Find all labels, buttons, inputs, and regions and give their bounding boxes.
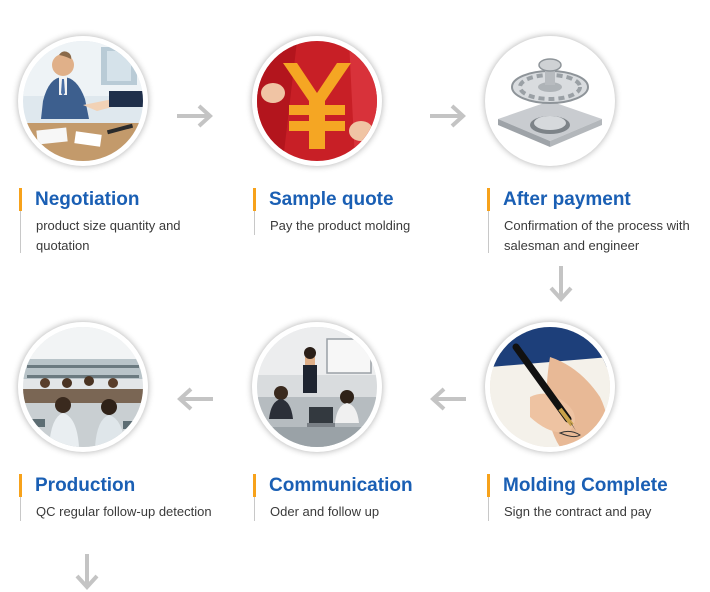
step-molding-complete-image — [485, 322, 615, 452]
divider-line — [254, 211, 255, 235]
factory-workers-photo — [23, 327, 143, 447]
step-after-payment-image — [485, 36, 615, 166]
step-sample-quote-image — [252, 36, 382, 166]
arrow-left-icon — [430, 387, 466, 411]
floor-drain-photo — [490, 41, 610, 161]
step-title: Negotiation — [35, 189, 140, 210]
divider-line — [488, 497, 489, 521]
yuan-sign-photo — [257, 41, 377, 161]
accent-bar — [487, 474, 490, 497]
accent-bar — [487, 188, 490, 211]
accent-bar — [253, 474, 256, 497]
arrow-left-icon — [177, 387, 213, 411]
step-title: Production — [35, 475, 136, 496]
step-communication-image — [252, 322, 382, 452]
arrow-down-icon — [549, 266, 573, 302]
arrow-down-icon — [75, 554, 99, 590]
step-title: Communication — [269, 475, 413, 496]
accent-bar — [253, 188, 256, 211]
divider-line — [488, 211, 489, 253]
divider-line — [254, 497, 255, 521]
arrow-right-icon — [177, 104, 213, 128]
step-title: After payment — [503, 189, 631, 210]
divider-line — [20, 497, 21, 521]
step-negotiation-image — [18, 36, 148, 166]
step-production-image — [18, 322, 148, 452]
step-description: QC regular follow-up detection — [36, 504, 212, 519]
step-title: Molding Complete — [503, 475, 668, 496]
business-handshake-photo — [23, 41, 143, 161]
pen-signing-photo — [490, 327, 610, 447]
accent-bar — [19, 188, 22, 211]
step-description: Pay the product molding — [270, 218, 411, 233]
step-title: Sample quote — [269, 189, 394, 210]
step-description: Confirmation of the process with salesma… — [504, 218, 690, 253]
step-description: Sign the contract and pay — [504, 504, 652, 519]
step-description: Oder and follow up — [270, 504, 380, 519]
meeting-photo — [257, 327, 377, 447]
accent-bar — [19, 474, 22, 497]
step-description: product size quantity and quotation — [36, 218, 181, 253]
arrow-right-icon — [430, 104, 466, 128]
divider-line — [20, 211, 21, 253]
